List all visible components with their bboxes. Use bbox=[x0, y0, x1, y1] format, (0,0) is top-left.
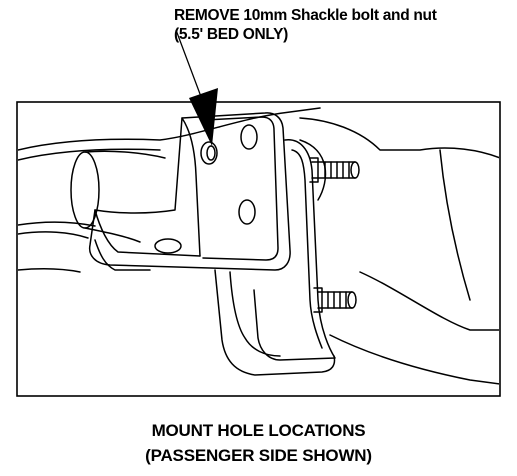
frame-rail-top-inner bbox=[18, 148, 161, 161]
frame-right-lower bbox=[359, 271, 499, 331]
shackle-bolt-inner bbox=[206, 145, 216, 161]
upper-stud-nut bbox=[309, 157, 319, 183]
lower-left-arc bbox=[18, 267, 81, 273]
upper-stud-end bbox=[350, 161, 360, 179]
mount-bracket-bevel bbox=[181, 117, 201, 257]
illustration-frame bbox=[16, 101, 501, 397]
callout-line-2: (5.5' BED ONLY) bbox=[174, 26, 289, 43]
lower-hanger bbox=[214, 269, 336, 376]
lower-stud-nut bbox=[313, 287, 323, 313]
lower-stud-threads bbox=[327, 291, 347, 309]
frame-rail-bottom-inner bbox=[18, 231, 89, 239]
caption-line-1: MOUNT HOLE LOCATIONS bbox=[151, 421, 366, 440]
upper-stud-threads bbox=[324, 161, 350, 179]
lower-hanger-inner bbox=[229, 271, 281, 357]
mount-bracket-face bbox=[202, 116, 279, 261]
lower-stud-end bbox=[347, 291, 357, 309]
shackle-bolt-head bbox=[200, 141, 218, 165]
mount-bracket-outer bbox=[88, 112, 291, 271]
caption-line-2: (PASSENGER SIDE SHOWN) bbox=[145, 446, 372, 465]
mount-hole-upper bbox=[240, 124, 258, 150]
rear-plate-inner bbox=[291, 149, 323, 349]
callout-line-1: REMOVE 10mm Shackle bolt and nut bbox=[174, 7, 437, 24]
mount-hole-lower bbox=[238, 199, 256, 225]
tube-body bbox=[84, 150, 166, 243]
frame-right-curve bbox=[439, 149, 471, 301]
mount-bracket-flange bbox=[94, 209, 201, 257]
callout-leader-line bbox=[175, 29, 204, 103]
rear-plate-outline bbox=[253, 139, 336, 361]
figure-caption: MOUNT HOLE LOCATIONS (PASSENGER SIDE SHO… bbox=[0, 418, 517, 468]
mount-hole-flange bbox=[154, 238, 182, 254]
upper-stud-shank bbox=[311, 161, 356, 179]
frame-right-upper bbox=[299, 117, 499, 159]
lower-left-component bbox=[94, 239, 151, 271]
frame-rail-bottom bbox=[18, 221, 96, 227]
callout-text: REMOVE 10mm Shackle bolt and nut (5.5' B… bbox=[174, 6, 437, 44]
frame-right-bottom bbox=[329, 334, 499, 385]
lower-stud-shank bbox=[317, 291, 353, 309]
